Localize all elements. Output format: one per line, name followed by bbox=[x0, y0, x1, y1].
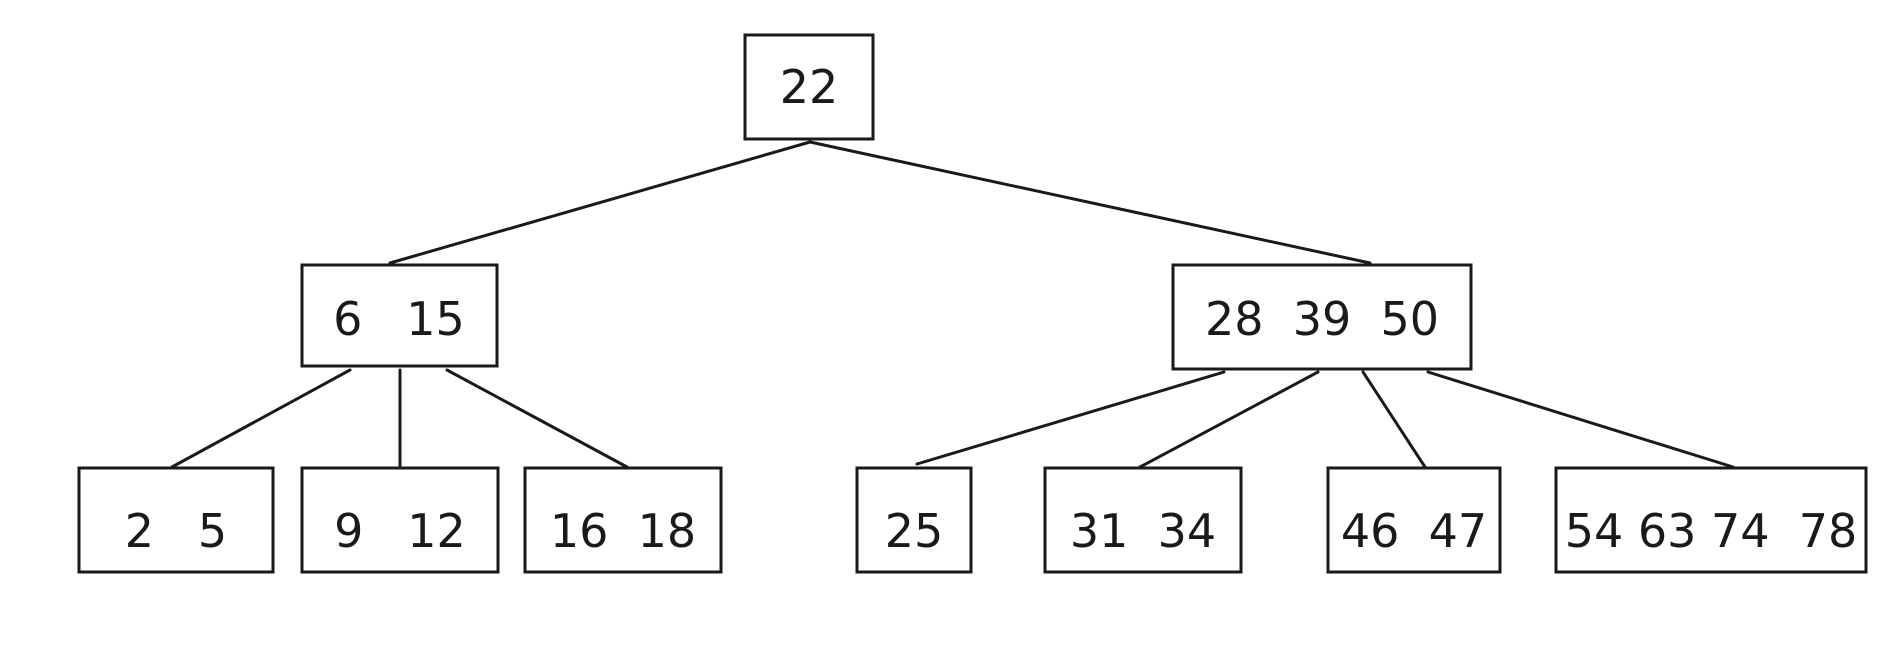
edge-left-to-leaf-3 bbox=[445, 368, 629, 469]
edge-right-to-leaf-4 bbox=[915, 370, 1226, 466]
leaf-node-3-label: 16 18 bbox=[550, 504, 696, 558]
edge-right-to-leaf-7 bbox=[1426, 370, 1735, 469]
edge-root-to-left bbox=[388, 140, 812, 265]
leaf-node-4: 25 bbox=[855, 466, 973, 574]
leaf-node-2: 9 12 bbox=[300, 466, 500, 574]
leaf-node-2-label: 9 12 bbox=[334, 504, 466, 558]
leaf-node-4-label: 25 bbox=[885, 504, 944, 558]
leaf-node-6: 46 47 bbox=[1326, 466, 1502, 574]
root-node-label: 22 bbox=[780, 60, 839, 114]
internal-node-left-label: 6 15 bbox=[333, 292, 465, 346]
internal-node-right: 28 39 50 bbox=[1171, 263, 1473, 371]
root-node: 22 bbox=[743, 33, 875, 141]
edge-right-to-leaf-6 bbox=[1361, 370, 1427, 469]
leaf-node-5-label: 31 34 bbox=[1070, 504, 1216, 558]
leaf-node-7: 54 63 74 78 bbox=[1554, 466, 1868, 574]
leaf-node-3: 16 18 bbox=[523, 466, 723, 574]
leaf-node-5: 31 34 bbox=[1043, 466, 1243, 574]
edge-left-to-leaf-1 bbox=[170, 368, 352, 469]
edge-right-to-leaf-5 bbox=[1138, 370, 1320, 469]
leaf-node-1: 2 5 bbox=[77, 466, 275, 574]
leaf-node-7-label: 54 63 74 78 bbox=[1565, 504, 1858, 558]
leaf-node-1-label: 2 5 bbox=[125, 504, 227, 558]
leaf-node-6-label: 46 47 bbox=[1341, 504, 1487, 558]
internal-node-left: 6 15 bbox=[300, 263, 499, 368]
edge-root-to-right bbox=[808, 140, 1372, 265]
internal-node-right-label: 28 39 50 bbox=[1205, 292, 1439, 346]
